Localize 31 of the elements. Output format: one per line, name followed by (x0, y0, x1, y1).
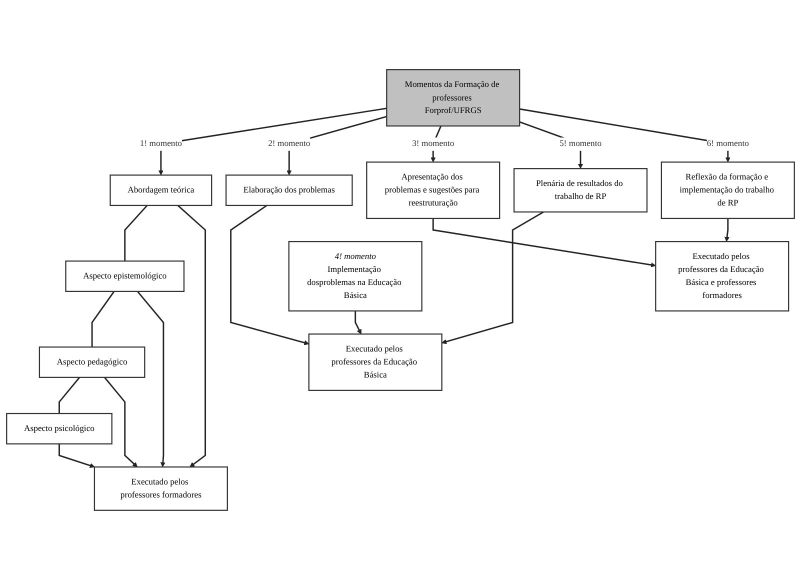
connector (124, 204, 148, 262)
node-box: Aspecto epistemológico (65, 260, 185, 292)
node-box: Momentos da Formação de professores Forprof/UFRGS (386, 69, 520, 127)
edge-label: 3! momento (412, 139, 454, 149)
edge-label: 6! momento (706, 139, 749, 149)
node-box: Executado pelos professores da Educação Básica e professores formadores (655, 241, 790, 312)
node-box: Aspecto psicológico (6, 412, 112, 444)
arrow (136, 290, 166, 468)
node-box: Reflexão da formação e implementação do trabalho de RP (660, 162, 795, 220)
node-box: Abordagem teórica (110, 174, 212, 206)
arrow (519, 108, 730, 162)
arrow (230, 204, 310, 346)
node-box: Executado pelos professores formadores (94, 466, 228, 511)
node-box: Apresentação dos problemas e sugestões para reestruturação (366, 162, 500, 220)
node-box: Aspecto pedagógico (38, 346, 146, 378)
node-box: Executado pelos professores da Educação Básica (308, 333, 442, 391)
arrow (354, 310, 362, 334)
arrow (724, 218, 730, 242)
node-box: 4! momento Implementação dosproblemas na Educação Básica (288, 241, 422, 312)
arrow (177, 204, 206, 468)
edge-label: 5! momento (559, 139, 602, 149)
arrow (104, 376, 138, 468)
arrow (442, 211, 544, 344)
edge-label: 1! momento (140, 139, 182, 149)
arrow (58, 444, 95, 468)
node-box: Plenária de resultados do trabalho de RP (513, 168, 648, 213)
edge-label: 2! momento (268, 139, 310, 149)
connector (58, 376, 80, 414)
connector (91, 291, 115, 348)
arrow (432, 218, 656, 268)
node-box: Elaboração dos problemas (225, 174, 353, 206)
